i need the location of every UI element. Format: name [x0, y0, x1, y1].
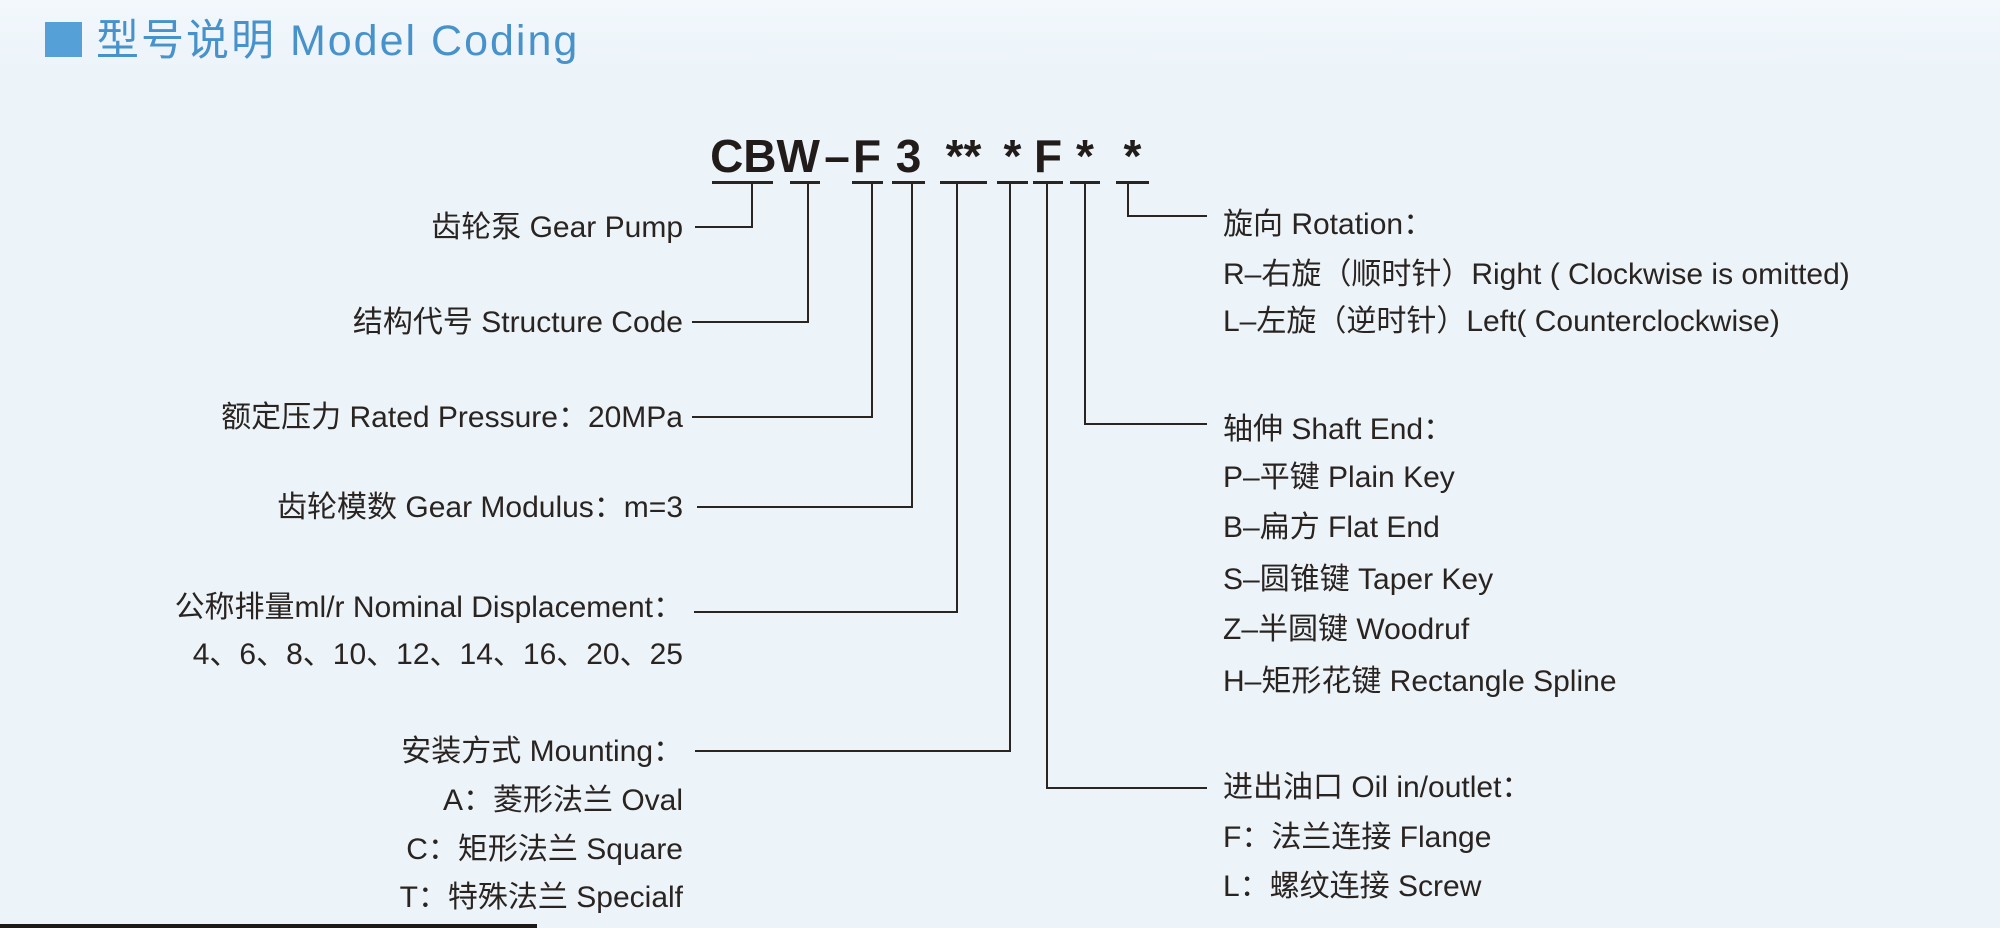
leader-displacement-hline — [694, 611, 958, 613]
label-rotation-right: R–右旋（顺时针）Right ( Clockwise is omitted) — [1223, 258, 1850, 291]
section-title-text: 型号说明 Model Coding — [96, 17, 580, 65]
leader-gear-pump-vline — [751, 181, 753, 228]
tick-w — [790, 181, 820, 184]
label-shaft-end-p: P–平键 Plain Key — [1223, 461, 1455, 494]
code-part-f1: F — [852, 130, 882, 182]
tick-cb — [712, 181, 773, 184]
label-mounting-option-c: C：矩形法兰 Square — [406, 833, 683, 866]
label-rotation-heading: 旋向 Rotation： — [1223, 208, 1434, 241]
leader-oil-port-hline — [1046, 787, 1207, 789]
label-shaft-end-h: H–矩形花键 Rectangle Spline — [1223, 665, 1617, 698]
section-bullet-square-icon — [45, 21, 82, 57]
label-displacement: 公称排量ml/r Nominal Displacement： — [174, 591, 683, 624]
label-rated-pressure: 额定压力 Rated Pressure：20MPa — [221, 401, 683, 434]
tick-f2 — [1033, 181, 1063, 184]
code-part-star-mounting: * — [1003, 130, 1022, 182]
label-shaft-end-heading: 轴伸 Shaft End： — [1223, 413, 1454, 446]
label-oil-port-f: F：法兰连接 Flange — [1223, 821, 1492, 854]
leader-rated-pressure-hline — [692, 416, 873, 418]
tick-f1 — [852, 181, 883, 184]
label-displacement-values: 4、6、8、10、12、14、16、20、25 — [192, 638, 683, 671]
label-shaft-end-b: B–扁方 Flat End — [1223, 511, 1440, 544]
leader-mounting-hline — [695, 750, 1011, 752]
leader-gear-modulus-vline — [911, 181, 913, 508]
code-part-dash: – — [824, 130, 850, 182]
label-mounting: 安装方式 Mounting： — [401, 735, 683, 768]
label-rotation-left: L–左旋（逆时针）Left( Counterclockwise) — [1223, 305, 1780, 338]
tick-star-mounting — [997, 181, 1028, 184]
label-oil-port-heading: 进出油口 Oil in/outlet： — [1223, 771, 1532, 804]
code-part-f2: F — [1033, 130, 1063, 182]
label-shaft-end-s: S–圆锥键 Taper Key — [1223, 563, 1494, 596]
leader-gear-pump-hline — [695, 226, 753, 228]
leader-rotation-hline — [1127, 215, 1207, 217]
leader-displacement-vline — [956, 181, 958, 613]
section-title: 型号说明 Model Coding — [45, 6, 579, 68]
label-gear-pump: 齿轮泵 Gear Pump — [431, 211, 683, 244]
label-structure-code: 结构代号 Structure Code — [352, 306, 683, 339]
leader-shaft-end-vline — [1084, 181, 1086, 425]
leader-mounting-vline — [1009, 181, 1011, 752]
label-mounting-option-a: A：菱形法兰 Oval — [442, 784, 683, 817]
label-oil-port-l: L：螺纹连接 Screw — [1223, 870, 1482, 903]
code-part-3: 3 — [895, 130, 922, 182]
label-mounting-option-t: T：特殊法兰 Specialf — [399, 881, 683, 914]
tick-3 — [892, 181, 925, 184]
leader-rated-pressure-vline — [871, 181, 873, 418]
leader-shaft-end-hline — [1084, 423, 1207, 425]
code-part-star-pair: ** — [945, 130, 982, 182]
leader-structure-code-hline — [692, 321, 809, 323]
leader-oil-port-vline — [1046, 181, 1048, 789]
label-shaft-end-z: Z–半圆键 Woodruf — [1223, 613, 1470, 646]
leader-structure-code-vline — [807, 181, 809, 323]
code-part-star-shaft: * — [1076, 130, 1094, 182]
label-gear-modulus: 齿轮模数 Gear Modulus：m=3 — [277, 491, 683, 524]
bottom-page-rule — [0, 924, 537, 928]
leader-rotation-vline — [1127, 181, 1129, 217]
code-part-star-rotation: * — [1123, 130, 1142, 182]
code-part-cbw: CBW — [710, 130, 820, 182]
tick-star-rotation — [1116, 181, 1149, 184]
leader-gear-modulus-hline — [697, 506, 913, 508]
tick-star-pair — [940, 181, 987, 184]
